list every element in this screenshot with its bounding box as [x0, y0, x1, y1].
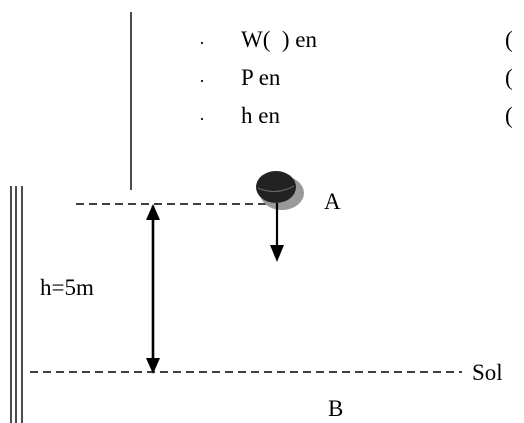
list-item-2-label: P en	[241, 65, 281, 90]
list-item-1-trailing: (	[505, 27, 513, 52]
height-double-arrow	[146, 204, 160, 374]
list-bullet-2: ·	[199, 71, 205, 91]
point-b-label: B	[328, 396, 344, 421]
list-item-2-trailing: (	[505, 65, 513, 90]
list-item-1-label: W( ) en	[241, 27, 317, 52]
height-label: h=5m	[40, 275, 94, 300]
ground-label: Sol	[472, 360, 503, 385]
point-a-label: A	[324, 189, 341, 214]
ball	[256, 171, 296, 203]
list-item-3-label: h en	[241, 103, 280, 128]
downward-force-arrow	[270, 203, 284, 262]
left-wall	[10, 186, 23, 423]
list-bullet-3: ·	[199, 109, 205, 129]
list-item-3-trailing: (	[505, 103, 513, 128]
list-bullet-1: ·	[199, 33, 205, 53]
